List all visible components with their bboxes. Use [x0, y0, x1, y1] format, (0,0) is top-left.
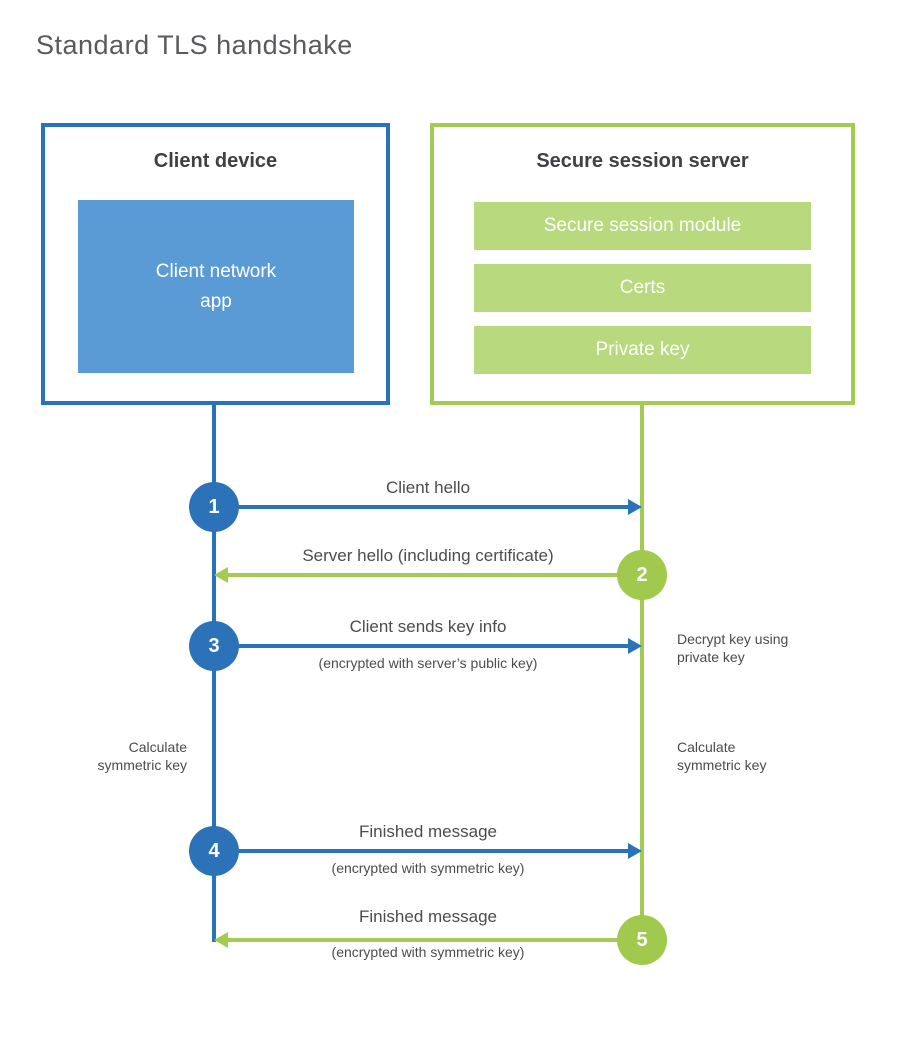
secure-session-server-box: Secure session server Secure session mod…	[430, 123, 855, 405]
msg-label-finished-client: Finished message	[359, 822, 497, 841]
arrowhead-client-hello	[628, 499, 642, 515]
client-network-app-block: Client network app	[78, 200, 354, 373]
step-3-badge: 3	[189, 621, 239, 671]
step-3-number: 3	[208, 634, 220, 657]
step-5-badge: 5	[617, 915, 667, 965]
server-lifeline	[640, 404, 644, 942]
msg-label-server-hello: Server hello (including certificate)	[302, 546, 554, 565]
step-1-badge: 1	[189, 482, 239, 532]
arrow-server-hello	[228, 573, 642, 577]
page-title: Standard TLS handshake	[36, 30, 353, 60]
arrow-finished-server	[228, 938, 642, 942]
client-device-box: Client device Client network app	[41, 123, 390, 405]
step-2-number: 2	[636, 563, 648, 586]
arrow-finished-client	[214, 849, 628, 853]
client-lifeline	[212, 404, 216, 942]
client-device-title: Client device	[153, 150, 278, 172]
note-decrypt-key: Decrypt key using private key	[677, 631, 789, 665]
step-5-number: 5	[636, 928, 648, 951]
msg-label-client-hello: Client hello	[385, 478, 471, 497]
step-4-badge: 4	[189, 826, 239, 876]
note-calculate-symmetric-key-client: Calculate symmetric key	[97, 739, 187, 773]
server-module-private-key: Private key	[474, 326, 811, 374]
arrowhead-key-info	[628, 638, 642, 654]
msg-label-finished-server: Finished message	[359, 907, 497, 926]
step-4-number: 4	[208, 839, 220, 862]
note-calculate-symmetric-key-server: Calculate symmetric key	[677, 739, 767, 773]
secure-session-server-title: Secure session server	[536, 150, 749, 172]
step-1-number: 1	[208, 495, 220, 518]
arrow-client-hello	[214, 505, 628, 509]
server-module-certs: Certs	[474, 264, 811, 312]
msg-sublabel-key-info: (encrypted with server’s public key)	[318, 655, 538, 671]
msg-sublabel-finished-client: (encrypted with symmetric key)	[331, 860, 525, 876]
arrowhead-finished-server	[214, 932, 228, 948]
arrow-key-info	[214, 644, 628, 648]
msg-sublabel-finished-server: (encrypted with symmetric key)	[331, 944, 525, 960]
arrowhead-finished-client	[628, 843, 642, 859]
server-module-secure-session: Secure session module	[474, 202, 811, 250]
step-2-badge: 2	[617, 550, 667, 600]
msg-label-key-info: Client sends key info	[349, 617, 507, 636]
arrowhead-server-hello	[214, 567, 228, 583]
